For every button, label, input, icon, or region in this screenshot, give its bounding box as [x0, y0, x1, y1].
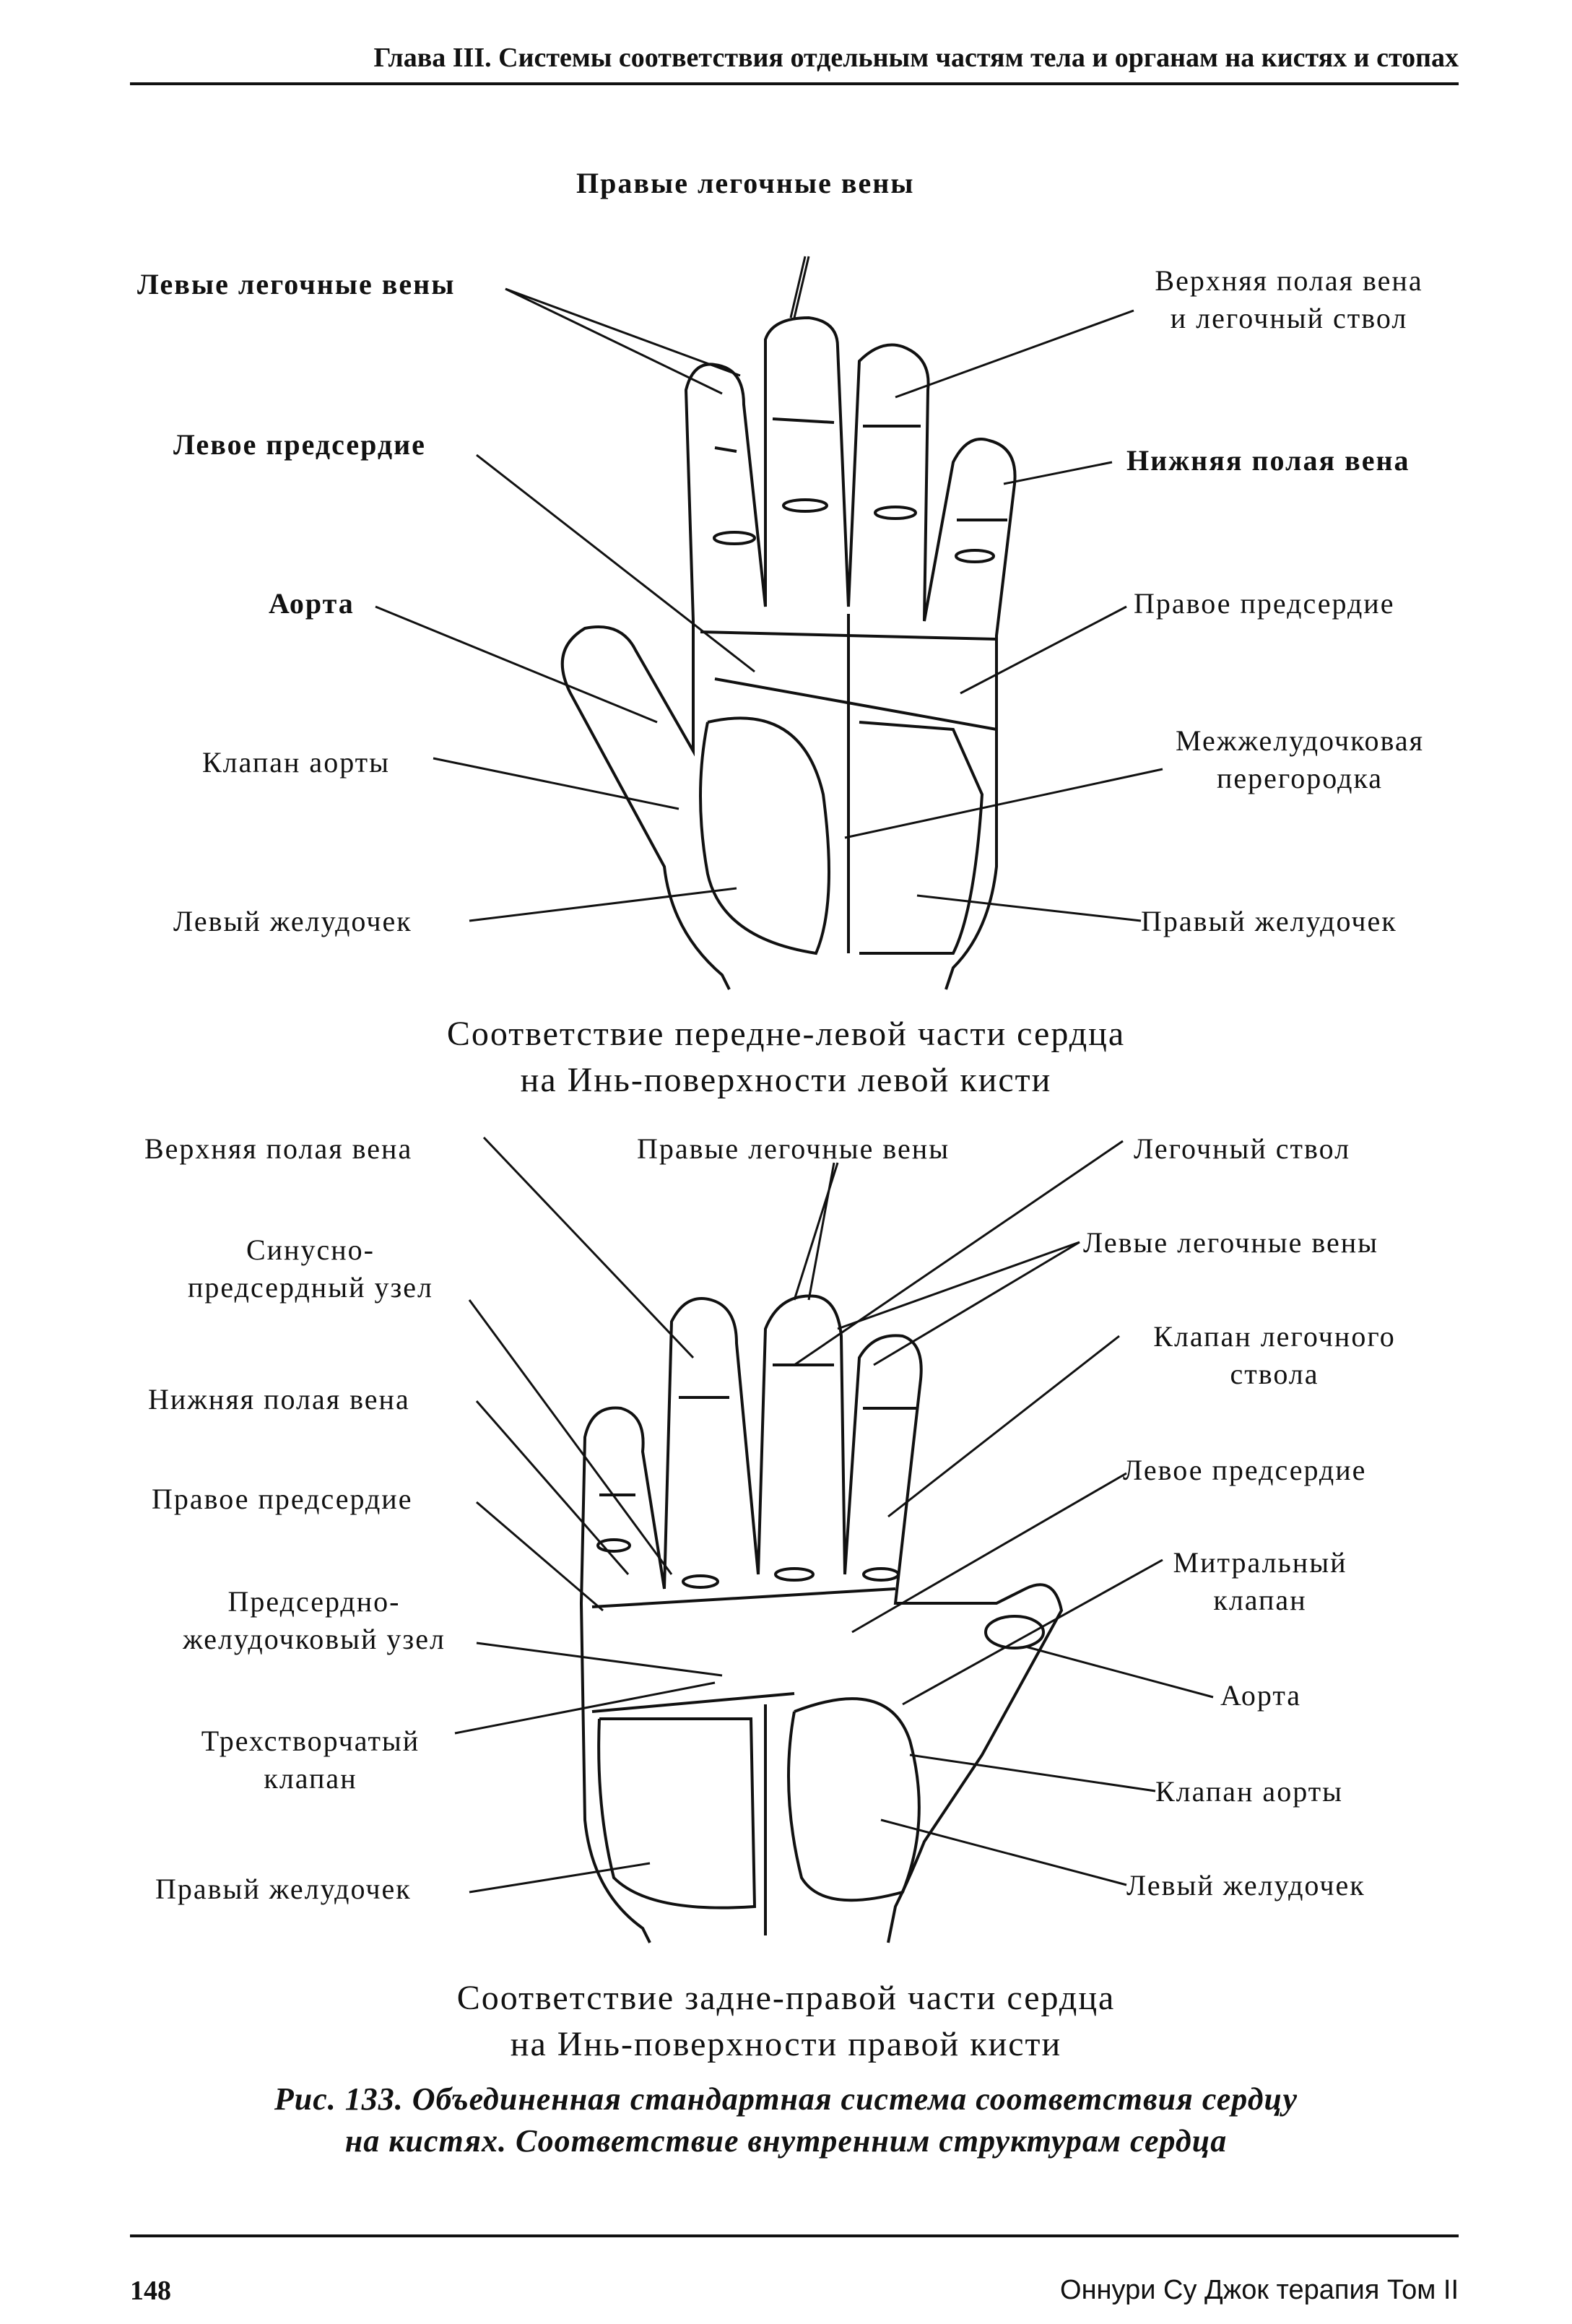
- caption-bottom-line2: на Инь-поверхности правой кисти: [510, 2025, 1062, 2063]
- page-number: 148: [130, 2276, 171, 2306]
- label-av-node-bottom: Предсердно- желудочковый узел: [148, 1583, 480, 1658]
- label-right-atrium-bottom: Правое предсердие: [152, 1483, 413, 1515]
- left-hand-leader-lines: [375, 256, 1163, 922]
- label-septum-line1: Межжелудочковая: [1175, 724, 1425, 757]
- label-left-ventricle-top: Левый желудочек: [173, 905, 412, 937]
- label-left-ventricle-bottom: Левый желудочек: [1126, 1869, 1365, 1902]
- label-mitral-line2: клапан: [1213, 1584, 1307, 1616]
- label-mitral-line1: Митральный: [1173, 1546, 1347, 1579]
- right-hand-leader-lines: [454, 1136, 1214, 1894]
- figure-caption-line2: на кистях. Соответствие внутренним струк…: [344, 2123, 1228, 2159]
- label-aorta-bottom: Аорта: [1220, 1679, 1302, 1712]
- label-pulmonary-valve-line1: Клапан легочного: [1153, 1320, 1396, 1353]
- left-hand-outline: [560, 316, 1017, 990]
- label-sa-node-line2: предсердный узел: [187, 1271, 433, 1304]
- label-av-node-line1: Предсердно-: [227, 1585, 401, 1618]
- label-left-atrium-top: Левое предсердие: [173, 428, 426, 461]
- label-sa-node-bottom: Синусно- предсердный узел: [152, 1231, 469, 1306]
- caption-top-line2: на Инь-поверхности левой кисти: [520, 1061, 1052, 1099]
- label-tricuspid-line2: клапан: [264, 1762, 357, 1795]
- label-mitral-valve-bottom: Митральный клапан: [1141, 1544, 1379, 1619]
- label-right-ventricle-top: Правый желудочек: [1141, 905, 1397, 937]
- label-superior-vena-cava-top: Верхняя полая вена и легочный ствол: [1119, 262, 1459, 337]
- figure-caption-line1: Рис. 133. Объединенная стандартная систе…: [274, 2081, 1298, 2117]
- label-pulmonary-valve-bottom: Клапан легочного ствола: [1116, 1318, 1433, 1393]
- label-left-atrium-bottom: Левое предсердие: [1123, 1454, 1367, 1486]
- label-septum-top: Межжелудочковая перегородка: [1134, 722, 1466, 797]
- caption-bottom-figure: Соответствие задне-правой части сердца н…: [0, 1975, 1572, 2068]
- caption-top-line1: Соответствие передне-левой части сердца: [446, 1015, 1126, 1053]
- label-inferior-vena-cava-bottom: Нижняя полая вена: [148, 1383, 410, 1415]
- caption-top-figure: Соответствие передне-левой части сердца …: [0, 1011, 1572, 1104]
- label-right-pulmonary-veins-bottom: Правые легочные вены: [637, 1132, 950, 1165]
- label-sa-node-line1: Синусно-: [246, 1233, 375, 1266]
- label-tricuspid-line1: Трехстворчатый: [201, 1725, 420, 1757]
- label-svc-line1: Верхняя полая вена: [1155, 264, 1423, 297]
- book-title: Оннури Су Джок терапия Том II: [1060, 2275, 1459, 2305]
- label-aortic-valve-bottom: Клапан аорты: [1155, 1775, 1344, 1808]
- label-septum-line2: перегородка: [1216, 762, 1384, 794]
- label-right-pulmonary-veins-top: Правые легочные вены: [576, 167, 915, 199]
- label-av-node-line2: желудочковый узел: [183, 1623, 446, 1655]
- running-header: Глава III. Системы соответствия отдельны…: [373, 43, 1459, 73]
- label-aortic-valve-top: Клапан аорты: [202, 746, 391, 779]
- header-rule: [130, 82, 1459, 85]
- label-left-pulmonary-veins-bottom: Левые легочные вены: [1083, 1226, 1379, 1259]
- right-hand-outline: [579, 1294, 1064, 1943]
- figure-caption: Рис. 133. Объединенная стандартная систе…: [0, 2078, 1572, 2162]
- caption-bottom-line1: Соответствие задне-правой части сердца: [456, 1979, 1116, 2017]
- label-pulmonary-trunk-bottom: Легочный ствол: [1134, 1132, 1351, 1165]
- label-svc-line2: и легочный ствол: [1170, 302, 1408, 334]
- label-pulmonary-valve-line2: ствола: [1230, 1358, 1319, 1390]
- footer-rule: [130, 2234, 1459, 2237]
- label-superior-vena-cava-bottom: Верхняя полая вена: [144, 1132, 413, 1165]
- label-left-pulmonary-veins-top: Левые легочные вены: [137, 268, 456, 300]
- label-right-atrium-top: Правое предсердие: [1134, 587, 1395, 620]
- label-tricuspid-valve-bottom: Трехстворчатый клапан: [166, 1722, 455, 1798]
- label-inferior-vena-cava-top: Нижняя полая вена: [1126, 444, 1410, 477]
- label-right-ventricle-bottom: Правый желудочек: [155, 1873, 412, 1905]
- label-aorta-top: Аорта: [269, 587, 355, 620]
